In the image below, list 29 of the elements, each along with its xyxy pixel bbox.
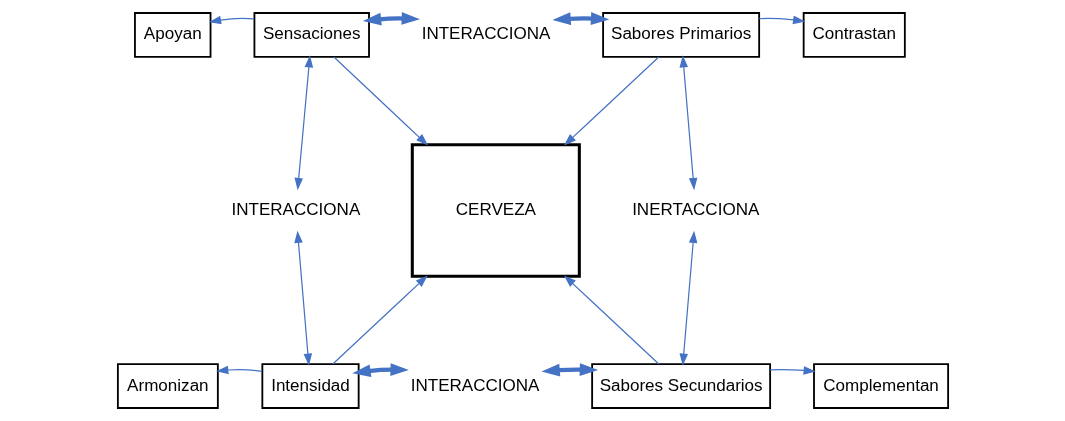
node-box: Contrastan: [802, 12, 906, 58]
node-box: Sabores Secundarios: [590, 363, 771, 409]
arrow: [758, 15, 805, 25]
arrow: [208, 15, 255, 25]
arrow: [769, 366, 816, 375]
node-box: Complementan: [812, 363, 949, 409]
arrow: [293, 230, 312, 366]
node-box: Armonizan: [116, 363, 219, 409]
node-text: INERTACCIONA: [631, 200, 759, 220]
node-box: Sabores Primarios: [601, 12, 760, 58]
arrow: [332, 56, 428, 146]
node-box: Sensaciones: [253, 12, 370, 58]
arrow: [679, 230, 697, 366]
arrow: [563, 275, 659, 365]
node-text: INTERACCIONA: [410, 375, 539, 395]
node-box: Intensidad: [260, 363, 360, 409]
arrow: [331, 275, 428, 365]
arrow: [215, 365, 263, 375]
arrow: [362, 12, 420, 26]
node-text: INTERACCIONA: [230, 200, 360, 220]
node-text: INTERACCIONA: [421, 24, 550, 44]
arrow: [541, 363, 598, 377]
arrow: [351, 363, 409, 378]
node-box: CERVEZA: [410, 143, 581, 278]
arrow: [293, 55, 313, 191]
arrow: [563, 56, 659, 146]
arrow: [551, 12, 609, 26]
node-box: Apoyan: [133, 12, 211, 58]
arrow: [679, 55, 697, 191]
